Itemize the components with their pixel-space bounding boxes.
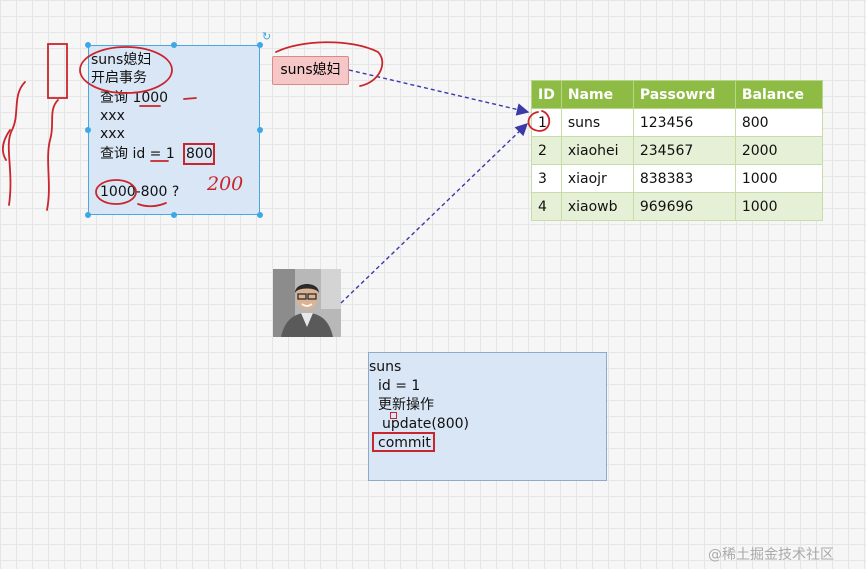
table-row: 3 xiaojr 838383 1000: [531, 164, 823, 193]
cell-password: 838383: [632, 164, 736, 193]
box-a-title: suns媳妇: [91, 52, 152, 68]
highlight-commit: [372, 432, 435, 452]
rotate-handle-icon[interactable]: ↻: [262, 30, 272, 43]
wife-tag[interactable]: suns媳妇: [272, 56, 349, 85]
red-bracket-left-3: [1, 129, 11, 161]
cell-id: 1: [531, 108, 562, 137]
resize-handle-br[interactable]: [257, 212, 263, 218]
box-b-update-op: 更新操作: [378, 397, 434, 413]
resize-handle-bl[interactable]: [85, 212, 91, 218]
box-b-update-call: update(800): [382, 416, 469, 432]
cell-password: 969696: [632, 192, 736, 221]
resize-handle-tl[interactable]: [85, 42, 91, 48]
cell-balance: 1000: [734, 164, 823, 193]
box-a-handwritten-200: 200: [207, 173, 244, 195]
box-a-begin-transaction: 开启事务: [91, 70, 147, 86]
transaction-box-suns[interactable]: suns id = 1 更新操作 update(800) commit: [368, 352, 607, 481]
box-a-xxx-2: xxx: [100, 126, 125, 142]
red-bracket-left-2: [46, 99, 59, 211]
arrow-tag-to-row: [348, 69, 530, 116]
highlight-800: [183, 143, 215, 165]
column-header-password: Passowrd: [632, 80, 736, 109]
arrow-avatar-to-row: [340, 123, 529, 304]
table-row: 1 suns 123456 800: [531, 108, 823, 137]
cell-balance: 1000: [734, 192, 823, 221]
table-row: 2 xiaohei 234567 2000: [531, 136, 823, 165]
highlight-update-marker: [390, 412, 397, 419]
user-avatar[interactable]: [273, 269, 341, 337]
box-b-commit: commit: [378, 435, 431, 451]
resize-handle-ml[interactable]: [85, 127, 91, 133]
red-rect-left: [47, 43, 68, 99]
table-row: 4 xiaowb 969696 1000: [531, 192, 823, 221]
cell-id: 4: [531, 192, 562, 221]
person-photo-icon: [273, 269, 341, 337]
box-a-calc: 1000-800 ?: [100, 184, 180, 200]
resize-handle-mr[interactable]: [257, 127, 263, 133]
cell-id: 3: [531, 164, 562, 193]
box-a-value-800: 800: [186, 146, 213, 162]
account-table: ID Name Passowrd Balance 1 suns 123456 8…: [531, 80, 823, 221]
cell-balance: 800: [734, 108, 823, 137]
column-header-balance: Balance: [734, 80, 823, 109]
resize-handle-tr[interactable]: [257, 42, 263, 48]
resize-handle-bm[interactable]: [171, 212, 177, 218]
resize-handle-tm[interactable]: [171, 42, 177, 48]
box-a-xxx-1: xxx: [100, 108, 125, 124]
watermark: @稀土掘金技术社区: [708, 547, 834, 563]
transaction-box-wife[interactable]: suns媳妇 开启事务 查询 1000 xxx xxx 查询 id = 1 80…: [88, 45, 260, 215]
cell-name: suns: [560, 108, 634, 137]
table-header-row: ID Name Passowrd Balance: [531, 80, 823, 109]
cell-name: xiaojr: [560, 164, 634, 193]
box-a-query-2: 查询 id = 1: [100, 146, 175, 162]
column-header-name: Name: [560, 80, 634, 109]
red-bracket-left-1: [7, 81, 26, 206]
cell-name: xiaohei: [560, 136, 634, 165]
cell-name: xiaowb: [560, 192, 634, 221]
cell-password: 123456: [632, 108, 736, 137]
cell-balance: 2000: [734, 136, 823, 165]
box-b-id: id = 1: [378, 378, 421, 394]
box-a-query-1: 查询 1000: [100, 90, 169, 106]
cell-id: 2: [531, 136, 562, 165]
box-b-title: suns: [369, 359, 402, 375]
column-header-id: ID: [531, 80, 562, 109]
cell-password: 234567: [632, 136, 736, 165]
